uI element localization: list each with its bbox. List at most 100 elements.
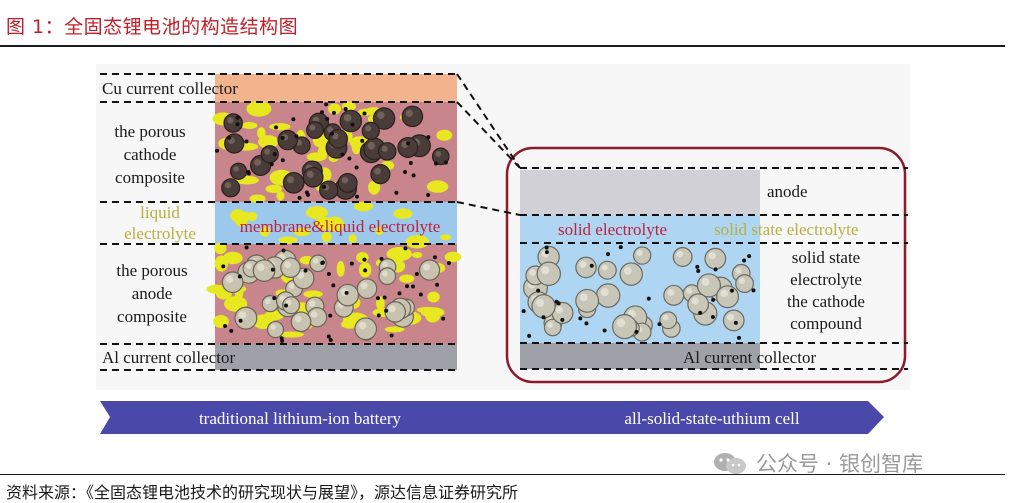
particle <box>377 142 397 161</box>
anode-layer <box>520 170 760 215</box>
black-dot <box>426 135 431 140</box>
particle <box>619 262 643 286</box>
yellow-binder <box>426 180 449 193</box>
particle-highlight <box>541 266 550 275</box>
particle <box>336 283 360 307</box>
particle <box>339 109 363 133</box>
particle <box>354 317 378 341</box>
black-dot <box>331 283 336 288</box>
black-dot <box>326 272 331 277</box>
cu-collector-label: Cu current collector <box>102 79 238 98</box>
solid-state-electrolyte-label: solid state electrolyte <box>714 220 858 239</box>
particle-highlight <box>270 324 276 330</box>
particle <box>672 247 693 267</box>
black-dot <box>389 333 394 338</box>
yellow-binder <box>234 212 249 227</box>
particle-highlight <box>367 141 376 150</box>
particle-highlight <box>358 321 367 330</box>
black-dot <box>215 148 220 153</box>
dashed-guides <box>100 73 908 371</box>
particle <box>597 260 617 280</box>
banner-right-label: all-solid-state-uthium cell <box>624 409 799 428</box>
black-dot <box>355 194 360 199</box>
black-dot <box>696 269 701 274</box>
particle <box>397 136 419 158</box>
solid-cell-frame <box>505 146 907 384</box>
particle-highlight <box>294 315 302 323</box>
black-dot <box>270 267 275 272</box>
black-dot <box>349 261 354 266</box>
particle-highlight <box>382 261 388 268</box>
black-dot <box>737 335 742 340</box>
black-dot <box>360 138 365 143</box>
particle-highlight <box>423 263 431 271</box>
black-dot <box>405 284 410 289</box>
anode-particles <box>206 242 462 343</box>
particle-highlight <box>341 176 349 184</box>
black-dot <box>244 139 249 144</box>
black-dot <box>238 318 243 323</box>
yellow-binder <box>314 217 339 230</box>
black-dot <box>283 303 288 308</box>
black-dot <box>331 110 336 115</box>
particle <box>229 162 248 180</box>
wechat-icon <box>714 453 746 474</box>
black-dot <box>235 115 240 120</box>
particle-highlight <box>529 269 536 276</box>
black-dot <box>584 321 589 326</box>
particle-highlight <box>676 250 684 258</box>
particle <box>337 172 358 193</box>
yellow-binder <box>249 194 266 203</box>
particle-highlight <box>332 132 339 140</box>
particle-highlight <box>381 270 388 277</box>
black-dot <box>382 295 387 300</box>
solid-electrolyte-label: solid electrolyte <box>558 220 667 239</box>
particle-highlight <box>288 283 295 289</box>
particle-highlight <box>365 125 372 132</box>
black-dot <box>223 323 228 328</box>
yellow-binder <box>328 103 342 115</box>
particle-highlight <box>224 182 232 189</box>
black-dot <box>221 264 226 269</box>
black-dot <box>657 322 662 327</box>
black-dot <box>343 107 348 112</box>
yellow-binder <box>293 227 311 237</box>
particle-highlight <box>623 266 632 275</box>
black-dot <box>227 135 232 140</box>
particle <box>575 256 597 279</box>
yellow-binder <box>384 326 405 333</box>
yellow-binder <box>351 138 362 155</box>
particle-highlight <box>264 148 271 155</box>
black-dot <box>297 195 302 200</box>
black-dot <box>329 131 334 136</box>
particle <box>401 105 424 128</box>
banner-arrow <box>100 401 884 434</box>
black-dot <box>578 316 583 321</box>
black-dot <box>340 152 345 157</box>
particle-highlight <box>720 289 729 298</box>
black-dot <box>235 122 240 127</box>
black-dot <box>521 309 526 314</box>
particle-highlight <box>435 151 442 157</box>
particle-highlight <box>254 158 262 166</box>
yellow-binder <box>246 211 258 222</box>
black-dot <box>541 315 546 320</box>
black-dot <box>646 296 651 301</box>
yellow-binder <box>348 234 357 244</box>
yellow-binder <box>340 319 360 329</box>
black-dot <box>322 184 327 189</box>
particle-highlight <box>547 322 554 328</box>
particle-highlight <box>686 287 693 294</box>
yellow-binder <box>241 122 258 129</box>
black-dot <box>418 292 423 297</box>
black-dot <box>589 263 594 268</box>
particle <box>223 113 243 133</box>
particle <box>378 267 397 286</box>
particle-highlight <box>381 145 388 152</box>
black-dot <box>376 313 381 318</box>
yellow-binder <box>223 251 243 265</box>
black-dot <box>435 282 440 287</box>
black-dot <box>350 122 355 127</box>
black-dot <box>328 338 333 343</box>
black-dot <box>281 248 286 253</box>
